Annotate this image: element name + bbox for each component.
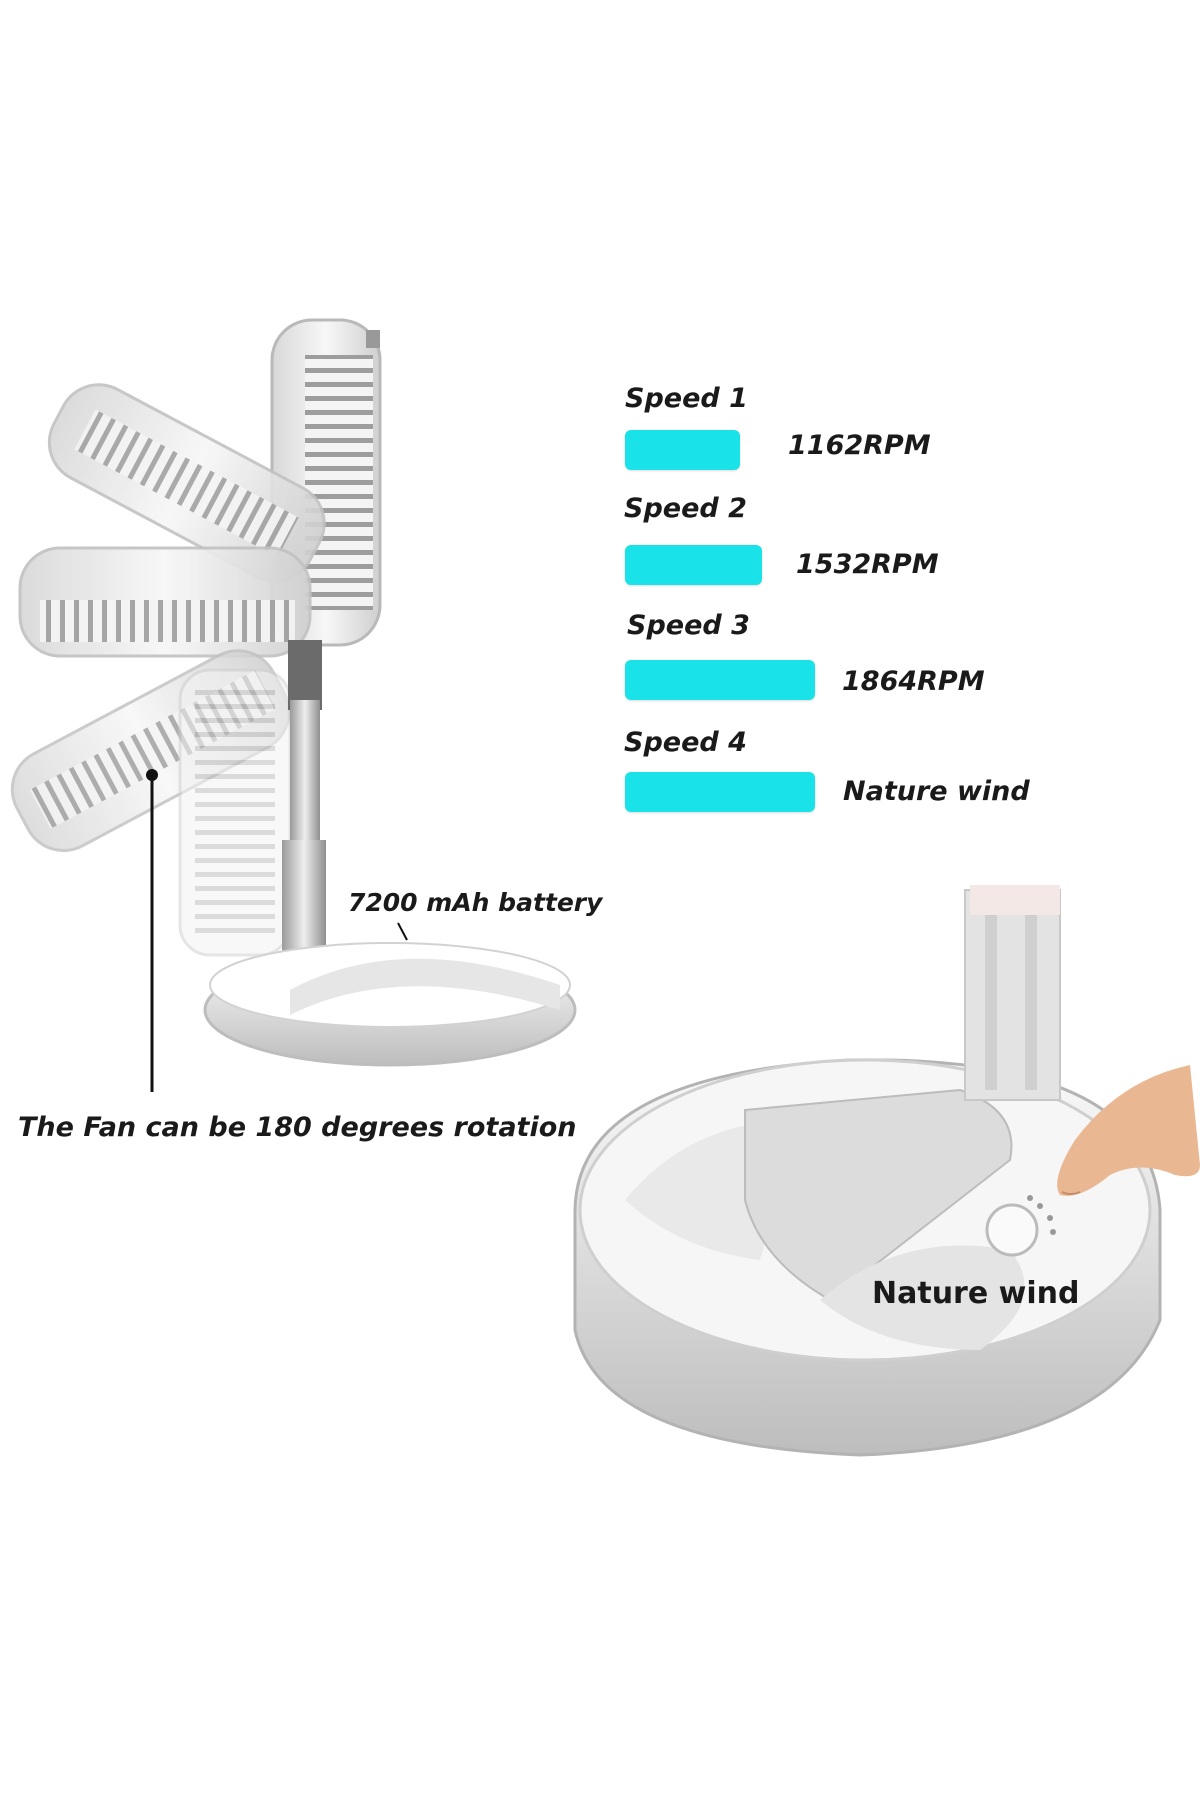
fan-head-ghost [178, 668, 292, 957]
fan-head-horizontal [18, 546, 312, 658]
finger-pressing-icon [1057, 1065, 1200, 1196]
battery-leader-line [397, 922, 408, 941]
rotation-callout: The Fan can be 180 degrees rotation [18, 1112, 577, 1143]
rotation-leader-dot [146, 769, 158, 781]
fan-head-tilted-upper [47, 383, 326, 583]
battery-callout: 7200 mAh battery [348, 888, 603, 917]
nature-wind-callout: Nature wind [872, 1276, 1080, 1311]
fan-base-small [203, 942, 577, 1067]
fan-base-closeup [573, 885, 1162, 1457]
power-button-icon [985, 1203, 1039, 1257]
